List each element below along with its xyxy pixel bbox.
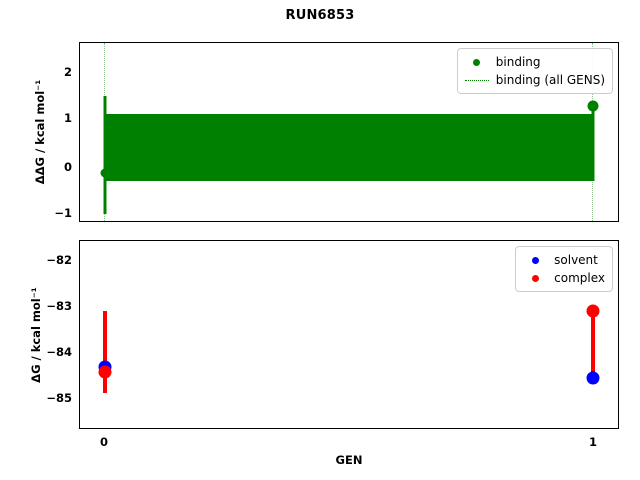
bottom-ytick-neg82 xyxy=(79,261,80,263)
binding-dot-icon xyxy=(464,58,490,66)
bottom-ytick-label-neg82: −82 xyxy=(46,253,72,267)
legend-item-solvent[interactable]: solvent xyxy=(522,251,605,269)
bottom-xtick-1 xyxy=(593,428,595,429)
top-plot-area: binding binding (all GENS) xyxy=(79,42,619,222)
top-xtick-0 xyxy=(105,221,107,222)
bottom-ytick-label-neg85: −85 xyxy=(46,391,72,405)
legend-item-complex[interactable]: complex xyxy=(522,269,605,287)
x-axis-label: GEN xyxy=(335,453,363,467)
complex-errorbar-gen1 xyxy=(591,305,595,379)
bottom-ytick-neg85 xyxy=(79,399,80,401)
top-ytick-label-1: 1 xyxy=(63,111,72,125)
solvent-dot-icon xyxy=(522,256,548,264)
complex-errorbar-gen0 xyxy=(103,311,107,393)
binding-errorbar-gen1 xyxy=(591,106,595,181)
top-ytick-label-neg1: −1 xyxy=(54,206,72,220)
complex-dot-icon xyxy=(522,274,548,282)
top-ytick-neg1 xyxy=(79,214,80,216)
binding-errorbar-gen0 xyxy=(103,96,107,214)
top-xtick-1 xyxy=(593,221,595,222)
legend-label-solvent: solvent xyxy=(554,253,598,267)
xtick-label-1: 1 xyxy=(588,435,598,449)
bottom-plot-area: solvent complex xyxy=(79,240,619,429)
bottom-ytick-label-neg83: −83 xyxy=(46,299,72,313)
bottom-ytick-label-neg84: −84 xyxy=(46,345,72,359)
page-title: RUN6853 xyxy=(285,8,355,23)
bottom-ytick-neg84 xyxy=(79,353,80,355)
legend-label-binding-all-gens: binding (all GENS) xyxy=(495,73,605,87)
bottom-legend: solvent complex xyxy=(515,246,613,292)
binding-all-gens-band xyxy=(105,114,593,181)
binding-marker-gen1 xyxy=(587,100,599,112)
legend-item-binding-all-gens[interactable]: binding (all GENS) xyxy=(464,71,605,89)
top-ytick-label-2: 2 xyxy=(63,65,72,79)
bottom-xtick-0 xyxy=(105,428,107,429)
legend-label-binding: binding xyxy=(495,55,541,69)
top-ytick-0 xyxy=(79,168,80,170)
complex-marker-gen0 xyxy=(98,365,112,379)
top-ytick-2 xyxy=(79,73,80,75)
solvent-marker-gen1 xyxy=(586,371,600,385)
legend-label-complex: complex xyxy=(554,271,605,285)
binding-marker-gen0 xyxy=(100,168,110,178)
top-ytick-1 xyxy=(79,119,80,121)
complex-marker-gen1 xyxy=(586,304,600,318)
xtick-label-0: 0 xyxy=(99,435,109,449)
top-legend: binding binding (all GENS) xyxy=(456,48,613,94)
binding-dotted-line-icon xyxy=(464,79,490,81)
bottom-ytick-neg83 xyxy=(79,307,80,309)
top-ytick-label-0: 0 xyxy=(63,160,72,174)
legend-item-binding[interactable]: binding xyxy=(464,53,605,71)
